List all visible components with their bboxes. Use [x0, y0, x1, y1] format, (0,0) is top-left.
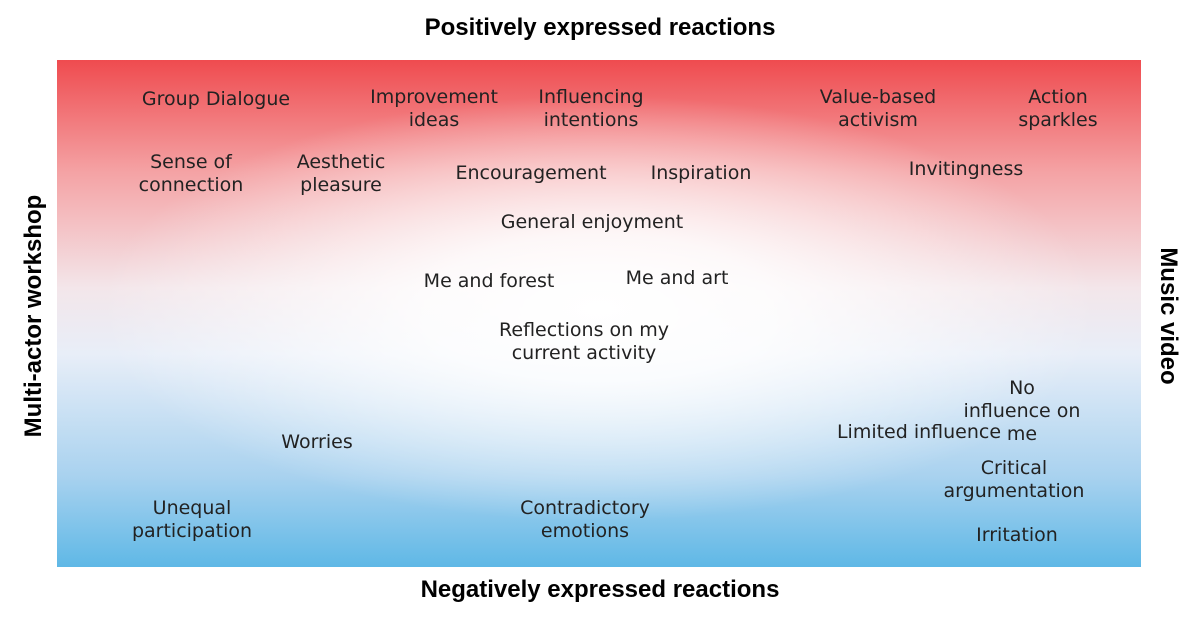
term-general-enjoyment: General enjoyment — [500, 211, 684, 233]
term-invitingness: Invitingness — [908, 158, 1024, 180]
term-limited-influence: Limited influence — [836, 421, 1002, 443]
term-critical-argumentation: Critical argumentation — [943, 457, 1085, 502]
term-aesthetic-pleasure: Aesthetic pleasure — [296, 151, 386, 196]
term-group-dialogue: Group Dialogue — [141, 88, 291, 110]
term-encouragement: Encouragement — [455, 162, 607, 184]
term-me-and-art: Me and art — [625, 267, 729, 289]
term-improvement-ideas: Improvement ideas — [370, 86, 498, 131]
axis-title-right: Music video — [1155, 247, 1182, 385]
axis-title-top: Positively expressed reactions — [424, 14, 776, 41]
term-inspiration: Inspiration — [650, 162, 752, 184]
term-contradictory-emotions: Contradictory emotions — [520, 497, 650, 542]
term-me-and-forest: Me and forest — [423, 270, 555, 292]
term-irritation: Irritation — [976, 524, 1058, 546]
term-sense-of-connection: Sense of connection — [138, 151, 244, 196]
axis-title-left: Multi-actor workshop — [20, 194, 47, 438]
axis-title-bottom: Negatively expressed reactions — [420, 576, 780, 603]
term-worries: Worries — [281, 431, 353, 453]
reaction-field: Group Dialogue Improvement ideas Influen… — [57, 60, 1141, 567]
term-influencing-intentions: Influencing intentions — [538, 86, 644, 131]
term-no-influence: No influence on me — [963, 377, 1081, 445]
term-reflections: Reflections on my current activity — [499, 319, 669, 364]
term-value-based-activism: Value-based activism — [819, 86, 937, 131]
term-action-sparkles: Action sparkles — [1018, 86, 1098, 131]
term-unequal-participation: Unequal participation — [131, 497, 253, 542]
